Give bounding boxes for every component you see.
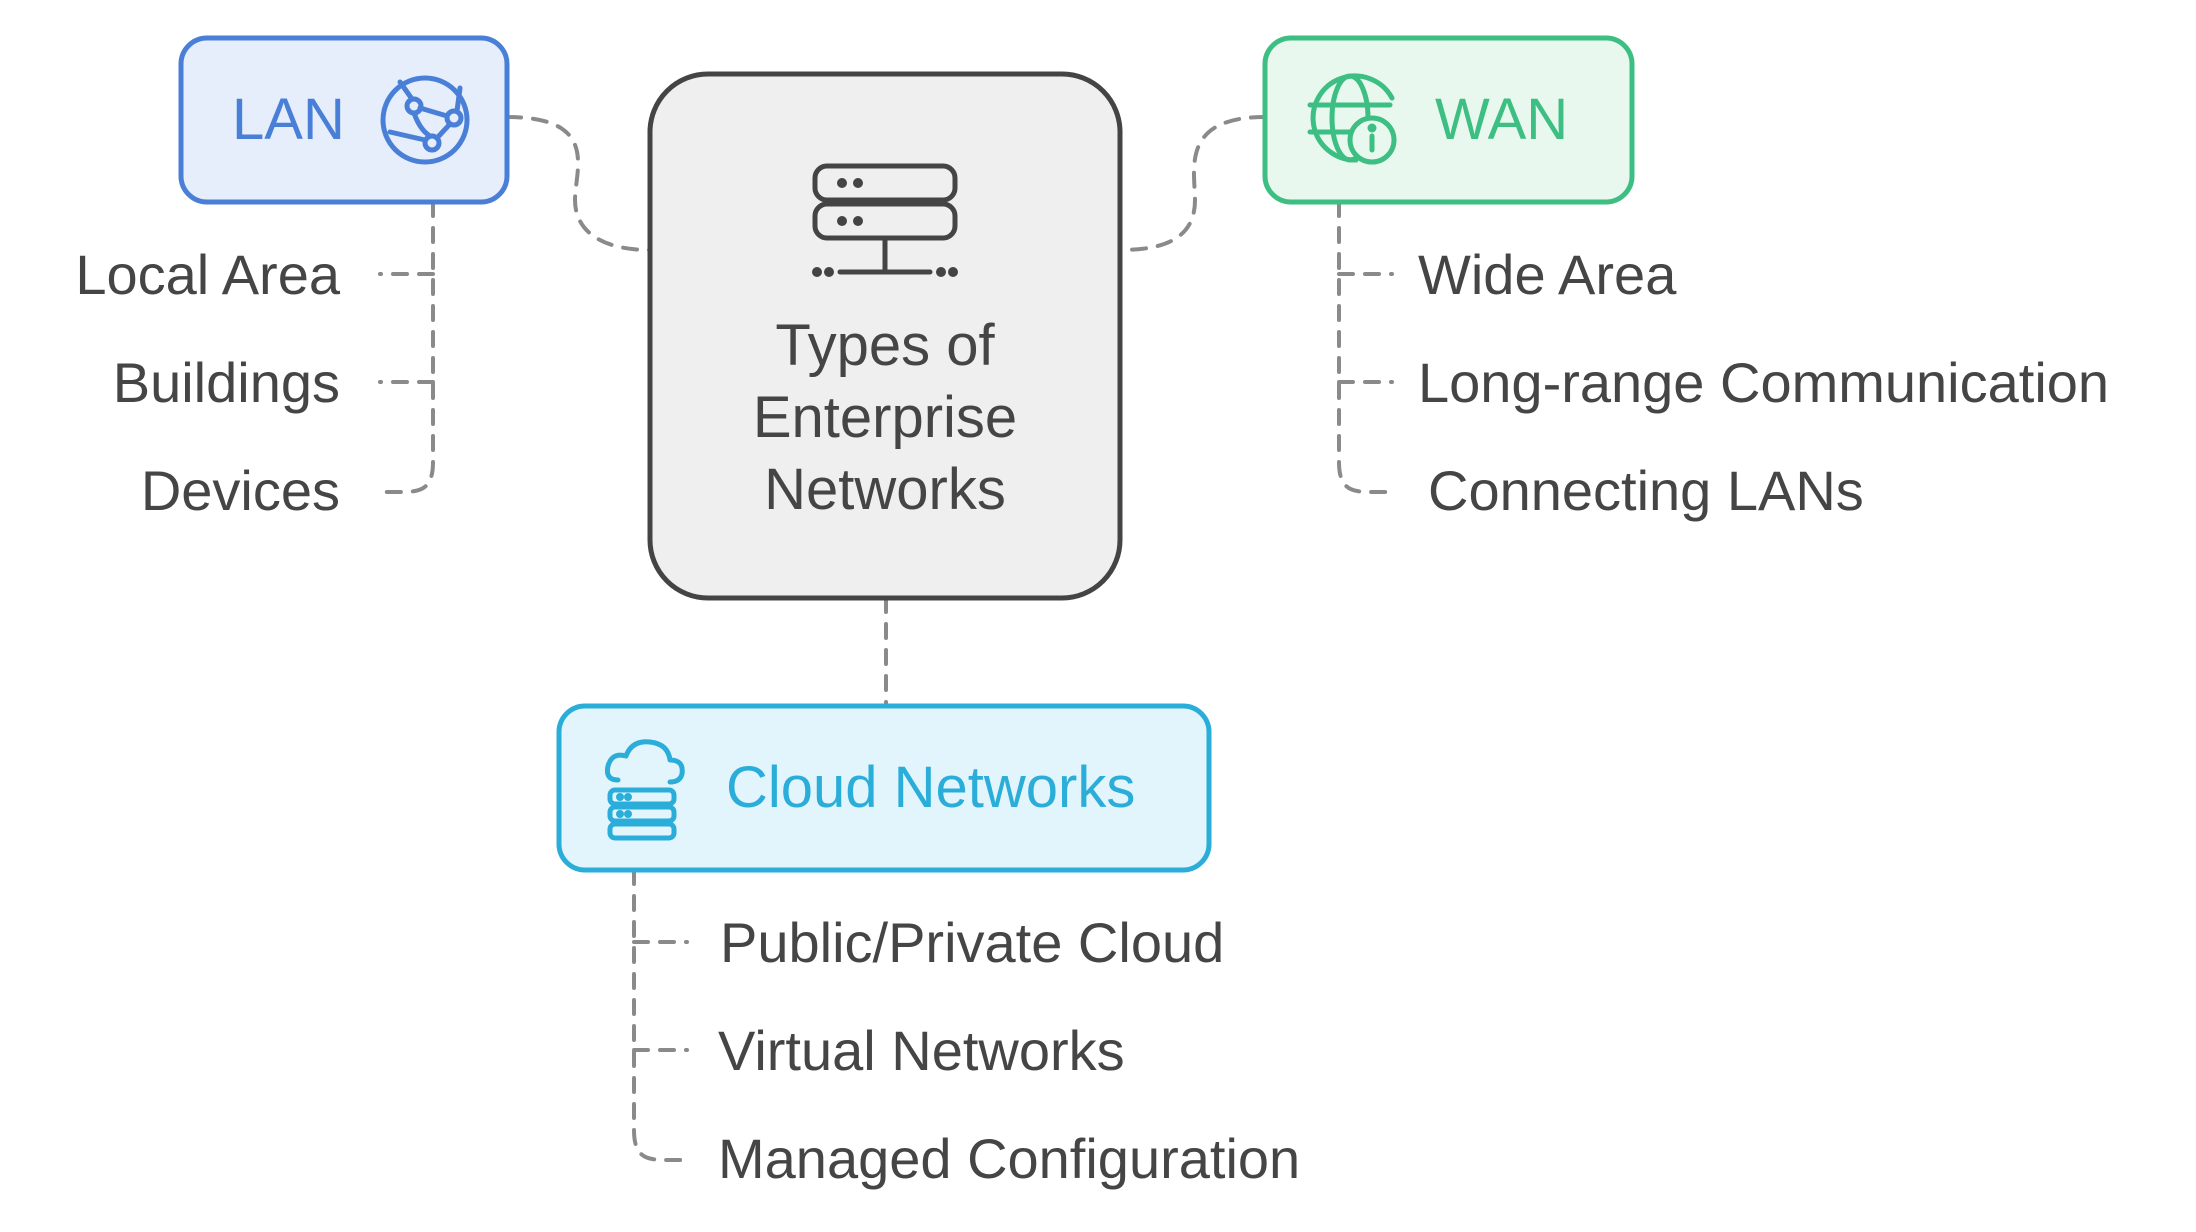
center-title-line-1: Types of: [775, 313, 995, 378]
center-node: Types of Enterprise Networks: [647, 71, 1123, 601]
lan-label: LAN: [232, 87, 345, 152]
connector-lan-center: [505, 115, 652, 252]
globe-network-icon: [380, 75, 470, 165]
globe-info-icon: [1307, 73, 1397, 165]
wan-node: WAN: [1262, 35, 1635, 205]
wan-item-connecting-lans: Connecting LANs: [1428, 459, 1864, 522]
server-network-icon: [812, 163, 958, 277]
cloud-node-box: [556, 703, 1212, 873]
cloud-server-icon: [605, 739, 685, 841]
wan-item-wide-area: Wide Area: [1418, 243, 1677, 306]
cloud-label: Cloud Networks: [726, 755, 1135, 820]
lan-item-local-area: Local Area: [75, 243, 340, 306]
connector-wan-center: [1118, 115, 1267, 252]
wan-items-bracket: [1337, 200, 1397, 494]
connectors: [376, 115, 1397, 1162]
cloud-item-virtual-networks: Virtual Networks: [718, 1019, 1125, 1082]
cloud-item-managed-config: Managed Configuration: [718, 1127, 1300, 1190]
cloud-item-public-private: Public/Private Cloud: [720, 911, 1224, 974]
wan-item-long-range: Long-range Communication: [1418, 351, 2109, 414]
wan-label: WAN: [1435, 87, 1568, 152]
lan-item-buildings: Buildings: [113, 351, 340, 414]
lan-node: LAN: [178, 35, 510, 205]
center-title-line-3: Networks: [764, 457, 1006, 522]
center-title-line-2: Enterprise: [753, 385, 1017, 450]
lan-items-bracket: [376, 200, 435, 494]
cloud-node: Cloud Networks: [556, 703, 1212, 873]
cloud-items-bracket: [632, 868, 692, 1162]
lan-item-devices: Devices: [141, 459, 340, 522]
center-node-box: [647, 71, 1123, 601]
